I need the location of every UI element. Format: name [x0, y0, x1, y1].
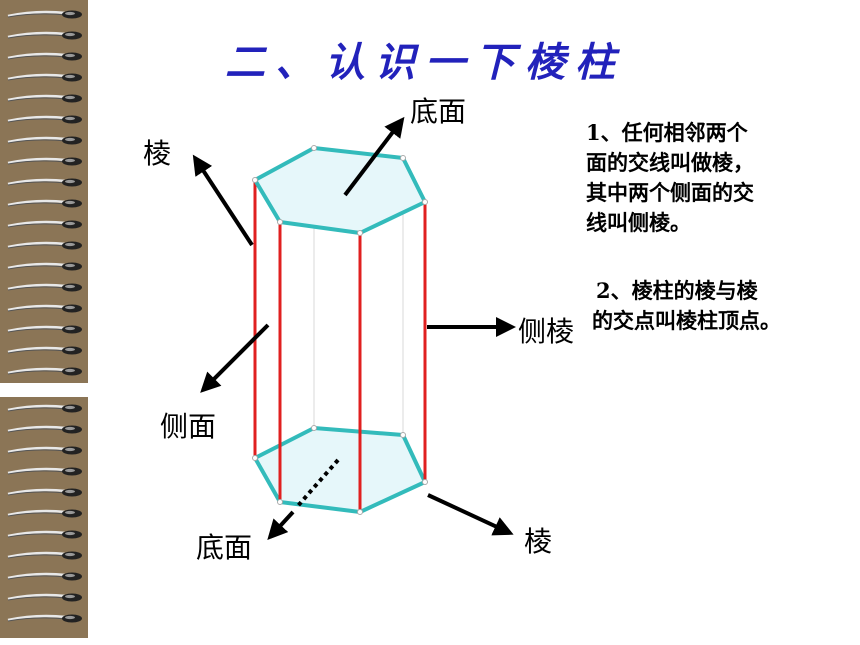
binding-ring	[7, 325, 82, 334]
binding-ring	[7, 241, 82, 250]
binding-ring	[7, 467, 82, 476]
binding-ring	[7, 136, 82, 145]
binding-ring	[7, 488, 82, 497]
label-edge-bottom-right: 棱	[524, 525, 553, 558]
binding-ring	[7, 614, 82, 623]
binding-ring	[7, 509, 82, 518]
spiral-binding-icon	[0, 0, 88, 638]
binding-ring	[7, 425, 82, 434]
note-line: 其中两个侧面的交	[586, 180, 754, 205]
arrow-icon	[200, 323, 270, 393]
label-top-base: 底面	[410, 95, 467, 128]
note-line: 1、任何相邻两个	[586, 120, 748, 145]
binding-ring	[7, 52, 82, 61]
binding-ring	[7, 31, 82, 40]
binding-ring	[7, 572, 82, 581]
binding-ring	[7, 283, 82, 292]
dotted-leader-line	[294, 458, 340, 510]
binding-ring	[7, 94, 82, 103]
lateral-edges	[253, 180, 427, 512]
note-vertex-definition: 2、棱柱的棱与棱 的交点叫棱柱顶点。	[592, 276, 781, 336]
binding-ring	[7, 73, 82, 82]
label-lateral-face: 侧面	[160, 410, 217, 443]
binding-ring	[7, 304, 82, 313]
note-line: 面的交线叫做棱，	[586, 150, 754, 175]
arrow-icon	[343, 116, 405, 197]
note-line: 2、棱柱的棱与棱	[596, 278, 758, 303]
binding-ring	[7, 530, 82, 539]
binding-ring	[7, 10, 82, 19]
binding-ring	[7, 404, 82, 413]
binding-ring	[7, 346, 82, 355]
binding-ring	[7, 367, 82, 376]
binding-ring	[7, 178, 82, 187]
binding-ring	[7, 262, 82, 271]
binding-ring	[7, 157, 82, 166]
note-line: 的交点叫棱柱顶点。	[592, 308, 781, 333]
binding-ring	[7, 446, 82, 455]
arrow-icon	[192, 154, 254, 247]
binding-gap	[0, 383, 88, 397]
arrow-icon	[427, 493, 514, 536]
note-edge-definition: 1、任何相邻两个 面的交线叫做棱， 其中两个侧面的交 线叫侧棱。	[586, 118, 754, 238]
binding-ring	[7, 199, 82, 208]
page-title: 二、认识一下棱柱	[225, 39, 625, 86]
label-bottom-base: 底面	[196, 531, 253, 564]
label-lateral-edge: 侧棱	[518, 315, 575, 348]
arrow-icon	[267, 510, 295, 540]
label-edge-top-left: 棱	[143, 137, 172, 170]
binding-ring	[7, 551, 82, 560]
binding-ring	[7, 220, 82, 229]
prism-vertices	[252, 145, 428, 515]
binding-ring	[7, 115, 82, 124]
binding-ring	[7, 593, 82, 602]
note-line: 线叫侧棱。	[586, 210, 691, 235]
